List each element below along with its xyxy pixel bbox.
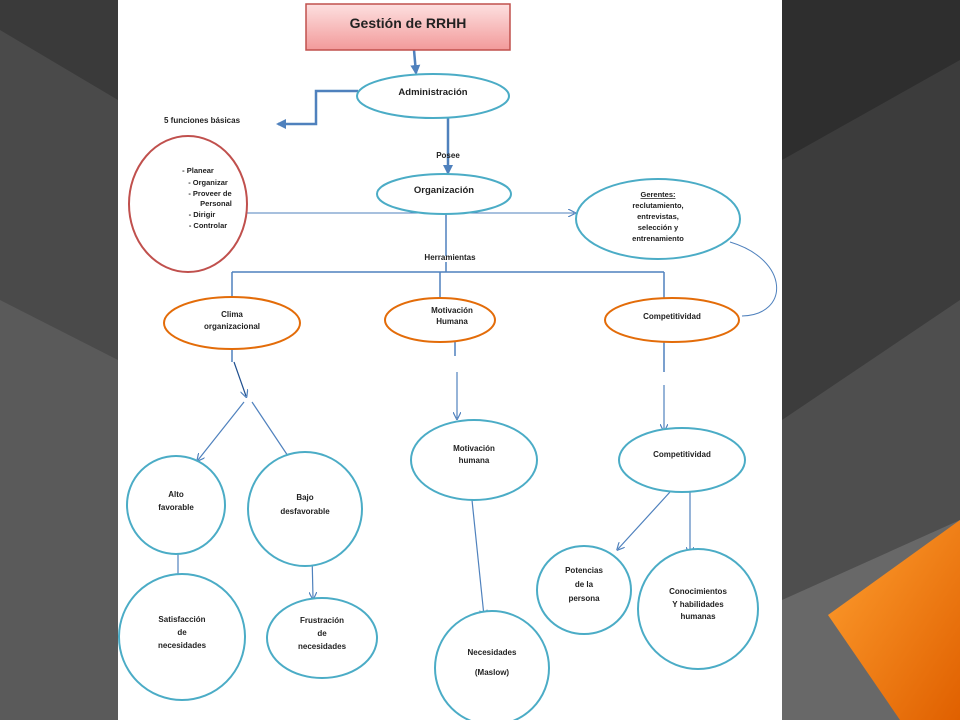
bajo-line-1: Bajo [296,493,313,502]
frustracion-line-1: Frustración [300,616,344,625]
gerentes-line-2: reclutamiento, [632,201,683,210]
clima-line-1: Clima [221,310,243,319]
node-alto-favorable: Alto favorable [126,455,226,555]
gerentes-line-1: Gerentes: [640,190,675,199]
alto-line-1: Alto [168,490,184,499]
funciones-line-2: - Organizar [188,178,228,187]
necesidades-line-2: (Maslow) [475,668,510,677]
node-clima-organizacional: Clima organizacional [163,296,301,350]
diagram-title: Gestión de RRHH [350,15,467,31]
gerentes-line-5: entrenamiento [632,234,684,243]
node-administracion-label: Administración [398,87,467,98]
competitividad-mid-label: Competitividad [653,450,711,459]
funciones-line-3: - Proveer de [188,189,231,198]
node-conocimientos: Conocimientos Y habilidades humanas [637,548,759,670]
node-organizacion: Organización [376,173,512,215]
orange-accent-shape [828,520,960,720]
motivacion-top-line-2: Humana [436,317,468,326]
potencias-line-1: Potencias [565,566,603,575]
node-administracion: Administración [356,73,510,119]
gerentes-line-4: selección y [638,223,679,232]
node-motivacion-humana-mid: Motivación humana [410,419,538,501]
necesidades-line-1: Necesidades [468,648,517,657]
potencias-line-2: de la [575,580,594,589]
conocimientos-line-1: Conocimientos [669,587,727,596]
node-frustracion: Frustración de necesidades [266,597,378,679]
satisfaccion-line-2: de [177,628,187,637]
node-organizacion-label: Organización [414,185,474,196]
motivacion-top-line-1: Motivación [431,306,473,315]
label-funciones: 5 funciones básicas [164,116,241,125]
gerentes-line-3: entrevistas, [637,212,679,221]
node-bajo-desfavorable: Bajo desfavorable [247,451,363,567]
label-posee: Posee [436,151,460,160]
motivacion-mid-line-1: Motivación [453,444,495,453]
node-funciones: - Planear - Organizar - Proveer de Perso… [128,135,248,273]
node-necesidades-maslow: Necesidades (Maslow) [434,610,550,720]
potencias-line-3: persona [568,594,600,603]
bajo-line-2: desfavorable [280,507,330,516]
funciones-line-6: - Controlar [189,221,227,230]
node-potencias: Potencias de la persona [536,545,632,635]
clima-line-2: organizacional [204,322,260,331]
conocimientos-line-2: Y habilidades [672,600,724,609]
frustracion-line-3: necesidades [298,642,347,651]
satisfaccion-line-1: Satisfacción [158,615,205,624]
node-satisfaccion: Satisfacción de necesidades [118,573,246,701]
title-box: Gestión de RRHH [305,3,511,51]
node-gerentes: Gerentes: reclutamiento, entrevistas, se… [575,178,741,260]
node-competitividad-top: Competitividad [604,297,740,343]
satisfaccion-line-3: necesidades [158,641,207,650]
funciones-line-5: - Dirigir [189,210,216,219]
funciones-line-1: - Planear [182,166,214,175]
conocimientos-line-3: humanas [680,612,716,621]
node-motivacion-humana-top: Motivación Humana [384,297,496,343]
label-herramientas: Herramientas [424,253,476,262]
alto-line-2: favorable [158,503,194,512]
motivacion-mid-line-2: humana [459,456,490,465]
node-competitividad-mid: Competitividad [618,427,746,493]
funciones-line-4: Personal [200,199,232,208]
competitividad-top-label: Competitividad [643,312,701,321]
frustracion-line-2: de [317,629,327,638]
